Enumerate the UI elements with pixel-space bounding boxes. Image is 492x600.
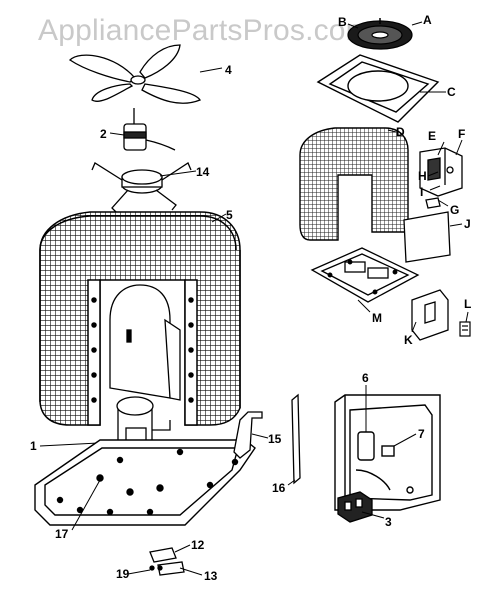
callout-g: G [450, 203, 459, 217]
callout-h: H [418, 169, 427, 183]
callout-f: F [458, 127, 465, 141]
access-panel [109, 284, 181, 401]
callout-m: M [372, 311, 382, 325]
callout-e: E [428, 129, 436, 143]
callout-13: 13 [204, 569, 218, 583]
callout-k: K [404, 333, 413, 347]
watermark: AppliancePartsPros.com [38, 14, 371, 47]
side-panel-j [403, 211, 451, 263]
callout-a: A [423, 13, 432, 27]
callout-d: D [396, 125, 405, 139]
callout-i: I [420, 185, 423, 199]
bracket [233, 411, 263, 459]
base-pan-right [310, 247, 420, 303]
callout-l: L [464, 297, 471, 311]
bracket-k [411, 289, 449, 341]
support-bar [291, 393, 301, 485]
callout-4: 4 [225, 63, 232, 77]
callout-c: C [447, 85, 456, 99]
callout-1: 1 [30, 439, 37, 453]
fan-blade [68, 44, 201, 104]
top-panel [316, 54, 440, 123]
fan-guard [347, 18, 413, 50]
contactor [337, 491, 373, 523]
callout-3: 3 [385, 515, 392, 529]
callout-14: 14 [196, 165, 210, 179]
callout-19: 19 [116, 567, 130, 581]
condenser-coil-right [299, 127, 409, 241]
motor-mount [91, 162, 192, 213]
callout-7: 7 [418, 427, 425, 441]
base-pan [34, 439, 256, 526]
callout-17: 17 [55, 527, 69, 541]
plate-l [459, 321, 471, 337]
callout-5: 5 [226, 208, 233, 222]
control-box [419, 147, 463, 209]
callout-j: J [464, 217, 471, 231]
callout-16: 16 [272, 481, 286, 495]
callout-6: 6 [362, 371, 369, 385]
callout-2: 2 [100, 127, 107, 141]
condenser-coil [39, 211, 241, 426]
callout-15: 15 [268, 432, 282, 446]
control-compartment [334, 394, 441, 511]
service-valve [149, 547, 185, 576]
fan-motor [123, 108, 176, 151]
callout-12: 12 [191, 538, 205, 552]
callout-b: B [338, 15, 347, 29]
